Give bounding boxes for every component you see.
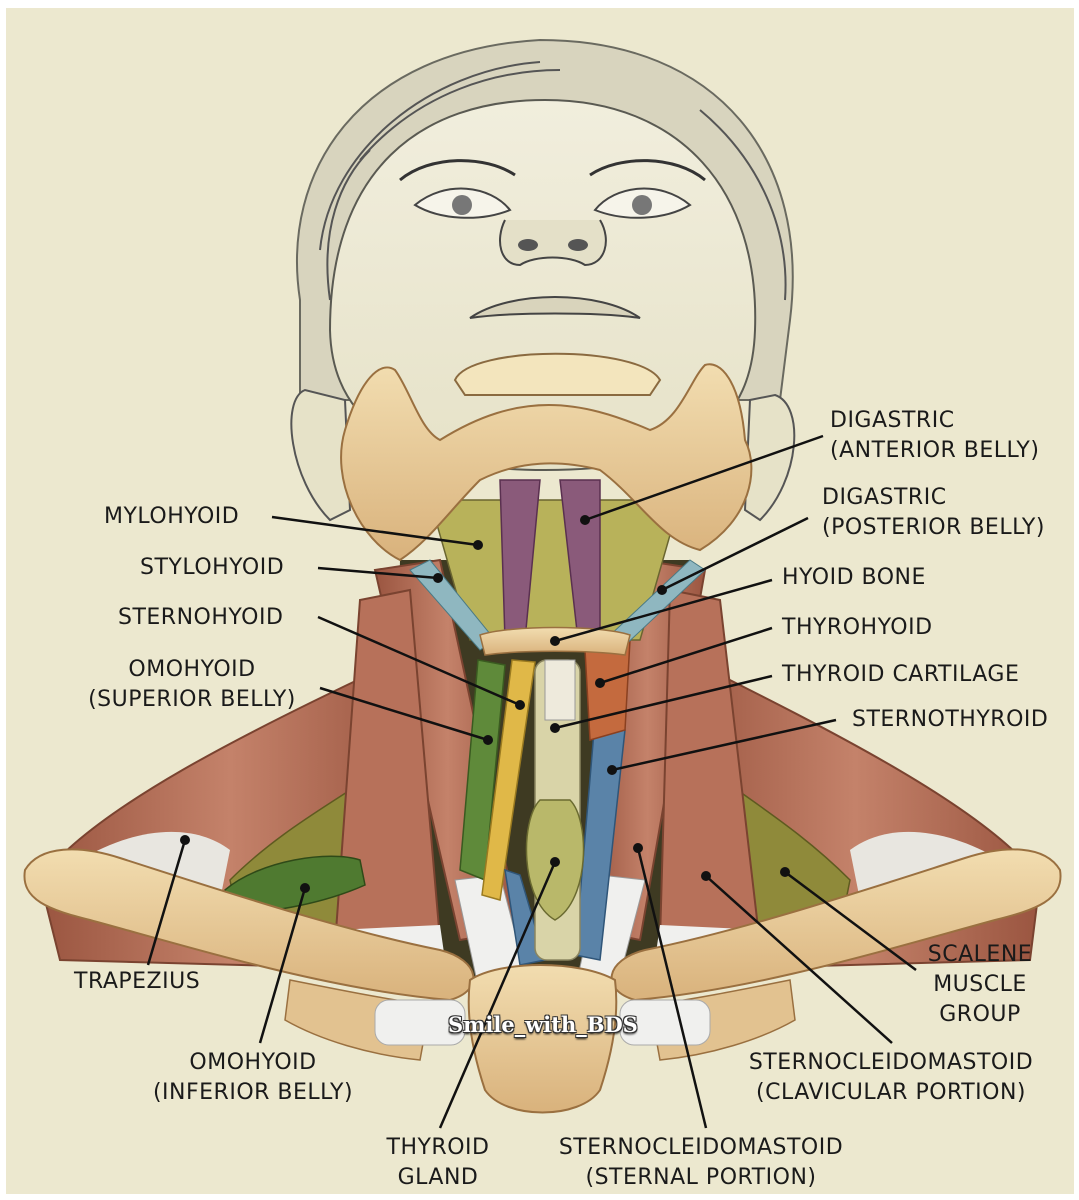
watermark: Smile_with_BDS bbox=[448, 1012, 638, 1037]
leader-thyrohyoid bbox=[599, 626, 773, 685]
label-thyrohyoid-text: THYROHYOID bbox=[782, 615, 933, 640]
label-scm-sternal-line2: (STERNAL PORTION) bbox=[585, 1165, 817, 1190]
leader-dots bbox=[180, 515, 790, 893]
label-omohyoid-superior-line2: (SUPERIOR BELLY) bbox=[88, 687, 296, 712]
label-thyroid-cartilage: THYROID CARTILAGE bbox=[782, 660, 1019, 690]
label-scalene-line2: MUSCLE bbox=[933, 972, 1027, 997]
label-sternohyoid: STERNOHYOID bbox=[118, 603, 283, 633]
label-omohyoid-inferior-line2: (INFERIOR BELLY) bbox=[152, 1080, 354, 1105]
label-mylohyoid: MYLOHYOID bbox=[104, 502, 239, 532]
label-thyrohyoid: THYROHYOID bbox=[782, 613, 933, 643]
label-hyoid-bone: HYOID BONE bbox=[782, 563, 926, 593]
label-scalene: SCALENE MUSCLE GROUP bbox=[920, 940, 1040, 1030]
label-stylohyoid-text: STYLOHYOID bbox=[140, 555, 285, 580]
leader-scalene bbox=[784, 870, 917, 972]
leader-digastric-posterior bbox=[661, 516, 809, 592]
label-scalene-line3: GROUP bbox=[939, 1002, 1021, 1027]
label-thyroid-gland-line2: GLAND bbox=[397, 1165, 479, 1190]
mandible bbox=[340, 363, 753, 562]
label-omohyoid-inferior-line1: OMOHYOID bbox=[189, 1050, 317, 1075]
leader-stylohyoid bbox=[317, 566, 439, 580]
label-omohyoid-superior-line1: OMOHYOID bbox=[128, 657, 256, 682]
leader-thyroid-gland bbox=[438, 861, 557, 1129]
leader-mylohyoid bbox=[271, 515, 479, 547]
leader-digastric-anterior bbox=[584, 434, 824, 522]
label-omohyoid-superior: OMOHYOID (SUPERIOR BELLY) bbox=[76, 655, 308, 715]
label-digastric-anterior: DIGASTRIC (ANTERIOR BELLY) bbox=[830, 406, 1039, 466]
label-trapezius-text: TRAPEZIUS bbox=[74, 969, 201, 994]
leader-omohyoid-superior bbox=[319, 686, 489, 742]
label-digastric-posterior-line2: (POSTERIOR BELLY) bbox=[822, 515, 1045, 540]
label-sternothyroid-text: STERNOTHYROID bbox=[852, 707, 1049, 732]
label-trapezius: TRAPEZIUS bbox=[74, 967, 200, 997]
label-scalene-line1: SCALENE bbox=[927, 942, 1033, 967]
label-sternohyoid-text: STERNOHYOID bbox=[118, 605, 284, 630]
label-scm-sternal-line1: STERNOCLEIDOMASTOID bbox=[558, 1135, 844, 1160]
leader-scm-sternal bbox=[636, 847, 708, 1129]
clavicles-sternum bbox=[23, 848, 1062, 1114]
leader-hyoid-bone bbox=[554, 578, 773, 643]
label-stylohyoid: STYLOHYOID bbox=[140, 553, 284, 583]
label-mylohyoid-text: MYLOHYOID bbox=[104, 504, 240, 529]
label-thyroid-gland: THYROID GLAND bbox=[374, 1133, 502, 1193]
leader-lines bbox=[146, 434, 917, 1129]
label-thyroid-cartilage-text: THYROID CARTILAGE bbox=[782, 662, 1020, 687]
leader-thyroid-cartilage bbox=[554, 674, 773, 730]
label-digastric-anterior-line2: (ANTERIOR BELLY) bbox=[830, 438, 1040, 463]
label-digastric-posterior-line1: DIGASTRIC bbox=[822, 485, 947, 510]
leader-omohyoid-inferior bbox=[258, 887, 307, 1044]
leader-sternothyroid bbox=[611, 718, 837, 772]
label-thyroid-gland-line1: THYROID bbox=[386, 1135, 490, 1160]
label-scm-clavicular-line1: STERNOCLEIDOMASTOID bbox=[748, 1050, 1034, 1075]
leader-trapezius bbox=[146, 839, 187, 966]
label-scm-clavicular-line2: (CLAVICULAR PORTION) bbox=[756, 1080, 1026, 1105]
head-sketch bbox=[290, 38, 796, 522]
label-digastric-anterior-line1: DIGASTRIC bbox=[830, 408, 955, 433]
leader-scm-clavicular bbox=[705, 875, 893, 1044]
label-hyoid-bone-text: HYOID BONE bbox=[782, 565, 926, 590]
label-omohyoid-inferior: OMOHYOID (INFERIOR BELLY) bbox=[140, 1048, 366, 1108]
label-scm-clavicular: STERNOCLEIDOMASTOID (CLAVICULAR PORTION) bbox=[730, 1048, 1052, 1108]
label-sternothyroid: STERNOTHYROID bbox=[852, 705, 1048, 735]
label-scm-sternal: STERNOCLEIDOMASTOID (STERNAL PORTION) bbox=[540, 1133, 862, 1193]
leader-sternohyoid bbox=[317, 615, 521, 707]
label-digastric-posterior: DIGASTRIC (POSTERIOR BELLY) bbox=[822, 483, 1045, 543]
